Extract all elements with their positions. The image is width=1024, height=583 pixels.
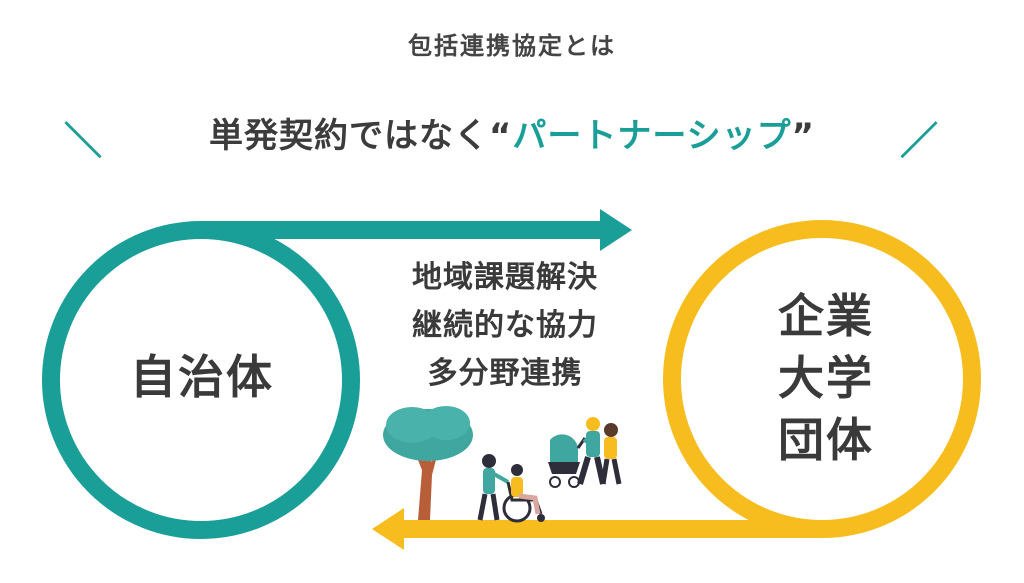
- benefit-item: 継続的な協力: [412, 308, 598, 343]
- left-node-label: 自治体: [130, 350, 274, 404]
- tree-icon: [383, 406, 473, 520]
- bottom-arrow-head: [372, 508, 404, 550]
- headline-slash-right: ／: [900, 119, 939, 163]
- right-node-line: 企業: [778, 289, 874, 343]
- right-node-line: 団体: [778, 413, 874, 467]
- top-arrow-head: [600, 209, 632, 251]
- headline-accent: パートナーシップ: [512, 116, 792, 156]
- wheelchair-caregiver-icon: [477, 454, 545, 523]
- headline-suffix: ”: [791, 116, 816, 156]
- stroller-couple-icon: [548, 417, 622, 488]
- right-node-label: 企業 大学 団体: [716, 285, 936, 471]
- headline-prefix: 単発契約ではなく“: [208, 116, 513, 156]
- diagram-subtitle: 包括連携協定とは: [408, 32, 616, 60]
- benefit-item: 地域課題解決: [412, 260, 598, 295]
- center-benefits-list: 地域課題解決 継続的な協力 多分野連携: [380, 254, 630, 398]
- right-node-line: 大学: [778, 351, 874, 405]
- headline-slash-left: ＼: [64, 119, 103, 163]
- diagram-headline: 単発契約ではなく“パートナーシップ”: [0, 108, 1024, 157]
- benefit-item: 多分野連携: [427, 356, 583, 391]
